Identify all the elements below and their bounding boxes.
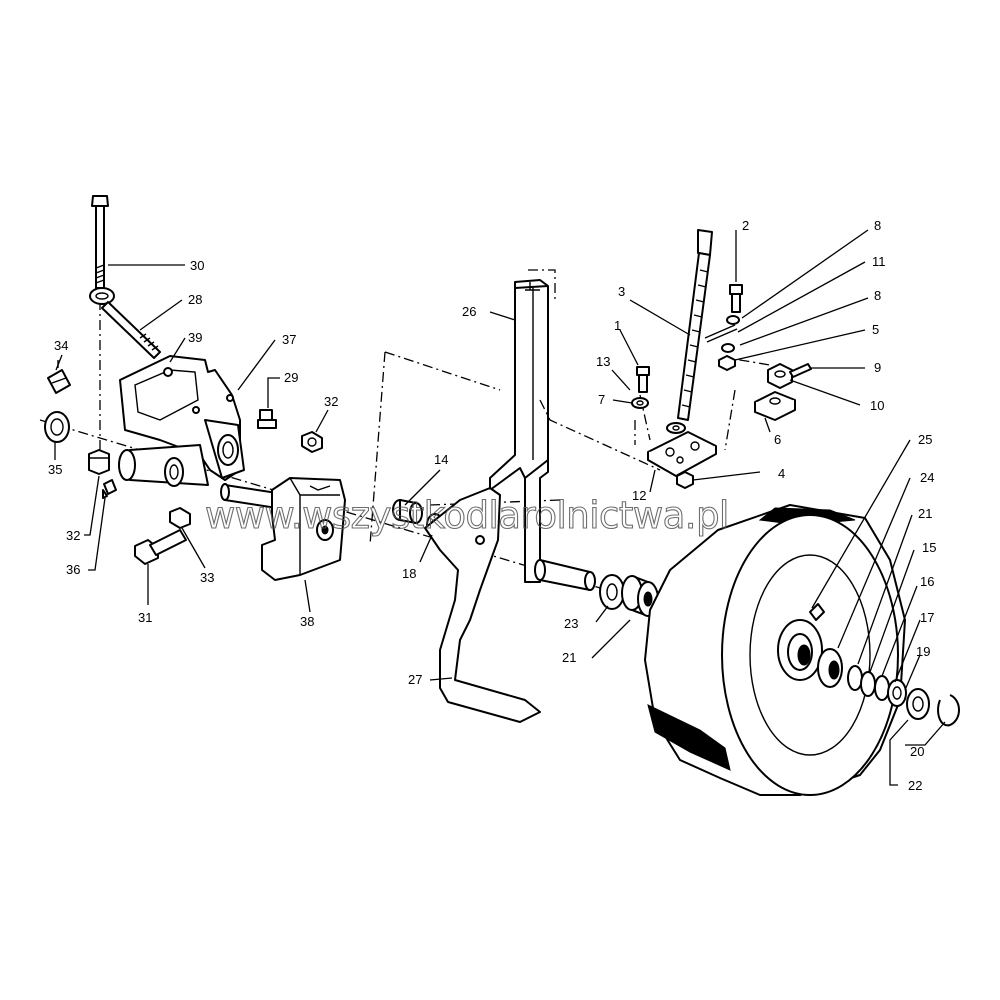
callout-34: 34 [54, 338, 68, 353]
callout-32-left: 32 [66, 528, 80, 543]
nut-4 [676, 471, 694, 489]
callout-21-lower: 21 [562, 650, 576, 665]
arm-27 [424, 487, 541, 723]
callout-1: 1 [614, 318, 621, 333]
callout-14: 14 [434, 452, 448, 467]
callout-19: 19 [916, 644, 930, 659]
callout-17: 17 [920, 610, 934, 625]
washer-23 [599, 574, 625, 610]
bolt-2 [729, 284, 743, 313]
bearing-21-right [817, 648, 843, 688]
callout-20: 20 [910, 744, 924, 759]
callout-16: 16 [920, 574, 934, 589]
grease-nipple-36 [102, 479, 117, 499]
callout-25: 25 [918, 432, 932, 447]
callout-37: 37 [282, 332, 296, 347]
block-6 [754, 391, 796, 421]
washer-7 [631, 397, 649, 409]
callout-35: 35 [48, 462, 62, 477]
callout-3: 3 [618, 284, 625, 299]
ring-16 [860, 671, 876, 697]
washer-under-rod [666, 422, 686, 434]
rod-28 [89, 287, 161, 359]
bolt-30 [91, 195, 109, 289]
nut-32-lower [88, 449, 110, 475]
callout-8-upper: 8 [874, 218, 881, 233]
callout-4: 4 [778, 466, 785, 481]
callout-33: 33 [200, 570, 214, 585]
callout-24: 24 [920, 470, 934, 485]
callout-30: 30 [190, 258, 204, 273]
bolt-31 [134, 529, 187, 565]
ring-15 [847, 665, 863, 691]
clamp-10 [767, 363, 793, 389]
bolt-29 [257, 409, 277, 429]
wheel-25 [644, 504, 906, 796]
lynch-pin-34 [47, 360, 71, 394]
ring-17 [874, 675, 890, 701]
callout-9: 9 [874, 360, 881, 375]
callout-36: 36 [66, 562, 80, 577]
axle-shaft [534, 559, 596, 591]
callout-31: 31 [138, 610, 152, 625]
callout-26: 26 [462, 304, 476, 319]
callout-32-right: 32 [324, 394, 338, 409]
callout-6: 6 [774, 432, 781, 447]
frame-26 [489, 279, 549, 583]
callout-21-upper: 21 [918, 506, 932, 521]
callout-labels: 1 2 3 4 5 6 7 8 8 9 10 11 12 13 14 15 16… [48, 218, 936, 793]
nut-32-upper [301, 431, 323, 453]
callout-39: 39 [188, 330, 202, 345]
watermark-text: www.wszystkodlarolnictwa.pl [205, 494, 729, 537]
plate-12 [647, 431, 717, 477]
callout-12: 12 [632, 488, 646, 503]
washer-19 [887, 679, 907, 707]
callout-18: 18 [402, 566, 416, 581]
bolt-13 [636, 366, 650, 393]
leader-lines [54, 229, 946, 786]
callout-15: 15 [922, 540, 936, 555]
block-38 [261, 477, 346, 581]
callout-5: 5 [872, 322, 879, 337]
nut-33 [169, 507, 191, 529]
callout-7: 7 [598, 392, 605, 407]
callout-29: 29 [284, 370, 298, 385]
pivot-tube [118, 444, 209, 487]
callout-22: 22 [908, 778, 922, 793]
circlip-20 [937, 694, 960, 727]
callout-13: 13 [596, 354, 610, 369]
callout-27: 27 [408, 672, 422, 687]
callout-8-lower: 8 [874, 288, 881, 303]
pins-8-11 [704, 315, 740, 353]
washer-35 [44, 411, 70, 443]
nut-5 [718, 355, 736, 371]
cap-22 [906, 688, 930, 720]
callout-2: 2 [742, 218, 749, 233]
pin-9 [789, 363, 812, 378]
threaded-rod-3 [677, 229, 713, 421]
callout-23: 23 [564, 616, 578, 631]
callout-28: 28 [188, 292, 202, 307]
callout-38: 38 [300, 614, 314, 629]
callout-10: 10 [870, 398, 884, 413]
callout-11: 11 [872, 254, 886, 269]
bracket-39-housing-37 [119, 355, 245, 481]
